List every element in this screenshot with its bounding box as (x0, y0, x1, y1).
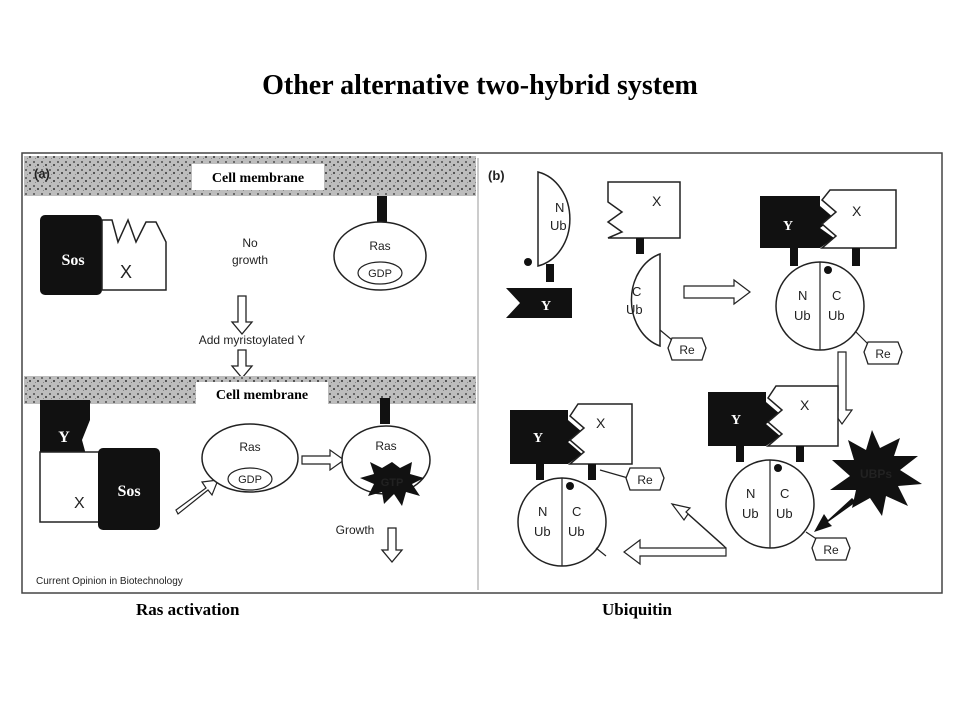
x-label-b4: X (596, 415, 606, 431)
re-tag-4 (625, 467, 665, 491)
y-protein-b2 (760, 196, 834, 248)
right-arrow-b (683, 278, 751, 306)
n-label-4: N (538, 504, 547, 519)
x-label-b1: X (652, 193, 662, 209)
gdp-label-mid: GDP (238, 474, 262, 486)
caption-ras-activation: Ras activation (136, 600, 240, 619)
re-label-2: Re (875, 347, 891, 361)
sos-block-top (40, 215, 102, 295)
growth-label: Growth (336, 523, 375, 537)
ras-label-right: Ras (375, 439, 396, 453)
diagonal-arrow (175, 479, 219, 515)
down-arrow-2 (230, 349, 254, 380)
cub-half-free (630, 252, 661, 348)
ub-label-1: Ub (550, 218, 567, 233)
y-protein-b1 (506, 288, 572, 318)
x-protein-b1 (606, 181, 681, 239)
membrane-label-bottom: Cell membrane (216, 388, 308, 403)
re-label-1: Re (679, 343, 695, 357)
left-arrow-b (623, 538, 727, 566)
y-label-bottom: Y (58, 429, 70, 446)
ras-top (333, 221, 427, 291)
ub-label-4: Ub (828, 308, 845, 323)
gdp-top (357, 261, 403, 285)
ubps-label: UBPs (860, 467, 892, 481)
re-label-4: Re (637, 473, 653, 487)
x-protein-bottom (39, 451, 103, 523)
re-tag-3 (811, 537, 851, 561)
no-growth-line1: No (242, 236, 258, 250)
y-protein-b4 (510, 410, 582, 464)
ub-label-7: Ub (534, 524, 551, 539)
y-label-b1: Y (541, 299, 551, 314)
panel-a-label: (a) (34, 166, 50, 181)
c-label-3: C (780, 486, 789, 501)
c-label-1: C (632, 284, 641, 299)
re-label-3: Re (823, 543, 839, 557)
ras-label-mid: Ras (239, 440, 260, 454)
ras-anchor-top (377, 196, 387, 222)
y-label-b3: Y (731, 413, 741, 428)
x-label-b3: X (800, 397, 810, 413)
no-growth-line2: growth (232, 253, 268, 267)
panel-b-label: (b) (488, 168, 505, 183)
membrane-label-box-top (192, 164, 324, 190)
x-label-b2: X (852, 203, 862, 219)
page-title: Other alternative two-hybrid system (262, 70, 698, 101)
down-arrow-1 (230, 295, 254, 336)
membrane-label-top: Cell membrane (212, 171, 304, 186)
gdp-label-top: GDP (368, 268, 392, 280)
re-tag-2 (863, 341, 903, 365)
y-label-b2: Y (783, 219, 793, 234)
gtp-label: GTP (381, 477, 404, 489)
right-arrow-a (301, 448, 346, 472)
membrane-label-box-bottom (196, 382, 328, 406)
n-label-3: N (746, 486, 755, 501)
ras-mid (201, 423, 299, 493)
ub-label-2: Ub (626, 302, 643, 317)
linker-nub (546, 264, 554, 282)
gdp-mid (227, 467, 273, 491)
ubps-burst (830, 430, 922, 516)
c-label-4: C (572, 504, 581, 519)
add-step-label: Add myristoylated Y (199, 333, 306, 347)
ras-anchor-right (380, 398, 390, 424)
ubps-arrow (814, 498, 856, 532)
fusion-dot-1 (524, 258, 532, 266)
ras-label-top: Ras (369, 239, 390, 253)
ub-label-5: Ub (742, 506, 759, 521)
sos-block-bottom (98, 448, 160, 530)
y-protein-b3 (708, 392, 780, 446)
sos-label-top: Sos (61, 252, 84, 269)
x-protein-b3 (765, 385, 839, 447)
c-label-2: C (832, 288, 841, 303)
n-label-2: N (798, 288, 807, 303)
sos-label-bottom: Sos (117, 483, 140, 500)
x-protein-b4 (567, 403, 633, 465)
x-protein-top (101, 218, 167, 291)
down-arrow-growth (380, 527, 404, 564)
re-tag-1 (667, 337, 707, 361)
gtp-burst (360, 462, 424, 506)
linker-cub (636, 238, 644, 254)
bent-arrow-b (670, 503, 727, 549)
ub-label-6: Ub (776, 506, 793, 521)
x-label-bottom: X (74, 495, 85, 512)
ub-label-3: Ub (794, 308, 811, 323)
y-label-b4: Y (533, 431, 543, 446)
n-label-1: N (555, 200, 564, 215)
x-protein-b2 (819, 189, 897, 249)
ub-label-8: Ub (568, 524, 585, 539)
caption-ubiquitin: Ubiquitin (602, 600, 672, 619)
nub-half-free (537, 171, 571, 267)
x-label-top: X (120, 262, 132, 282)
credit-label: Current Opinion in Biotechnology (36, 576, 183, 587)
